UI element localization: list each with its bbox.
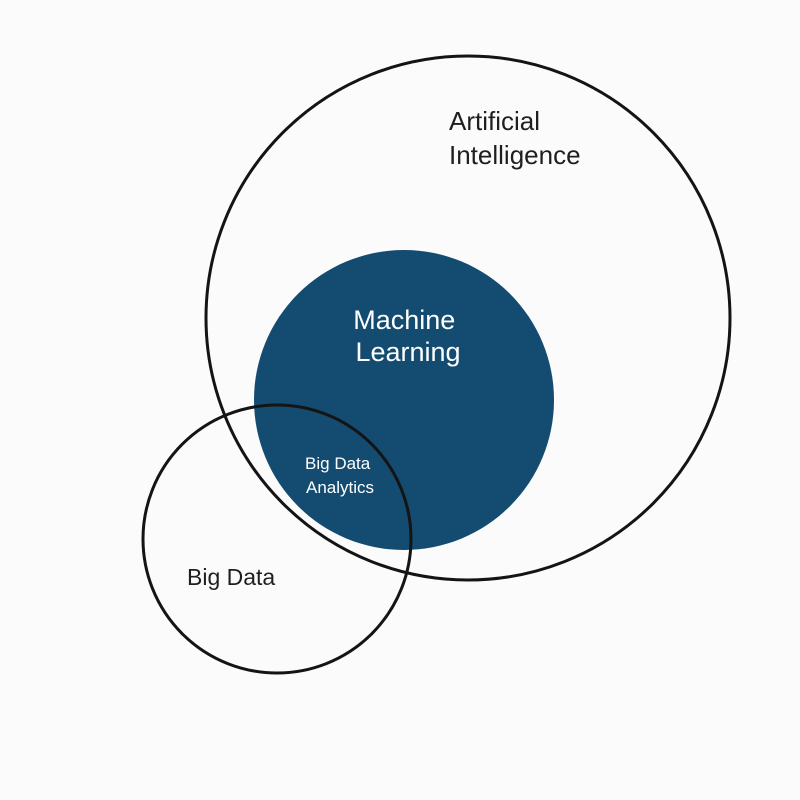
big-data-analytics-label: Big Data Analytics <box>305 454 375 497</box>
big-data-circle <box>141 403 413 675</box>
big-data-analytics-label-line1: Big Data <box>305 454 371 473</box>
artificial-intelligence-label: Artificial Intelligence <box>449 106 581 170</box>
machine-learning-label: Machine Learning <box>353 305 463 367</box>
artificial-intelligence-circle <box>204 54 732 582</box>
big-data-analytics-label-line2: Analytics <box>306 478 374 497</box>
machine-learning-label-line2: Learning <box>355 337 460 367</box>
artificial-intelligence-label-line1: Artificial <box>449 106 540 136</box>
machine-learning-circle <box>254 250 554 550</box>
machine-learning-label-line1: Machine <box>353 305 455 335</box>
artificial-intelligence-label-line2: Intelligence <box>449 140 581 170</box>
big-data-label: Big Data <box>187 564 275 590</box>
